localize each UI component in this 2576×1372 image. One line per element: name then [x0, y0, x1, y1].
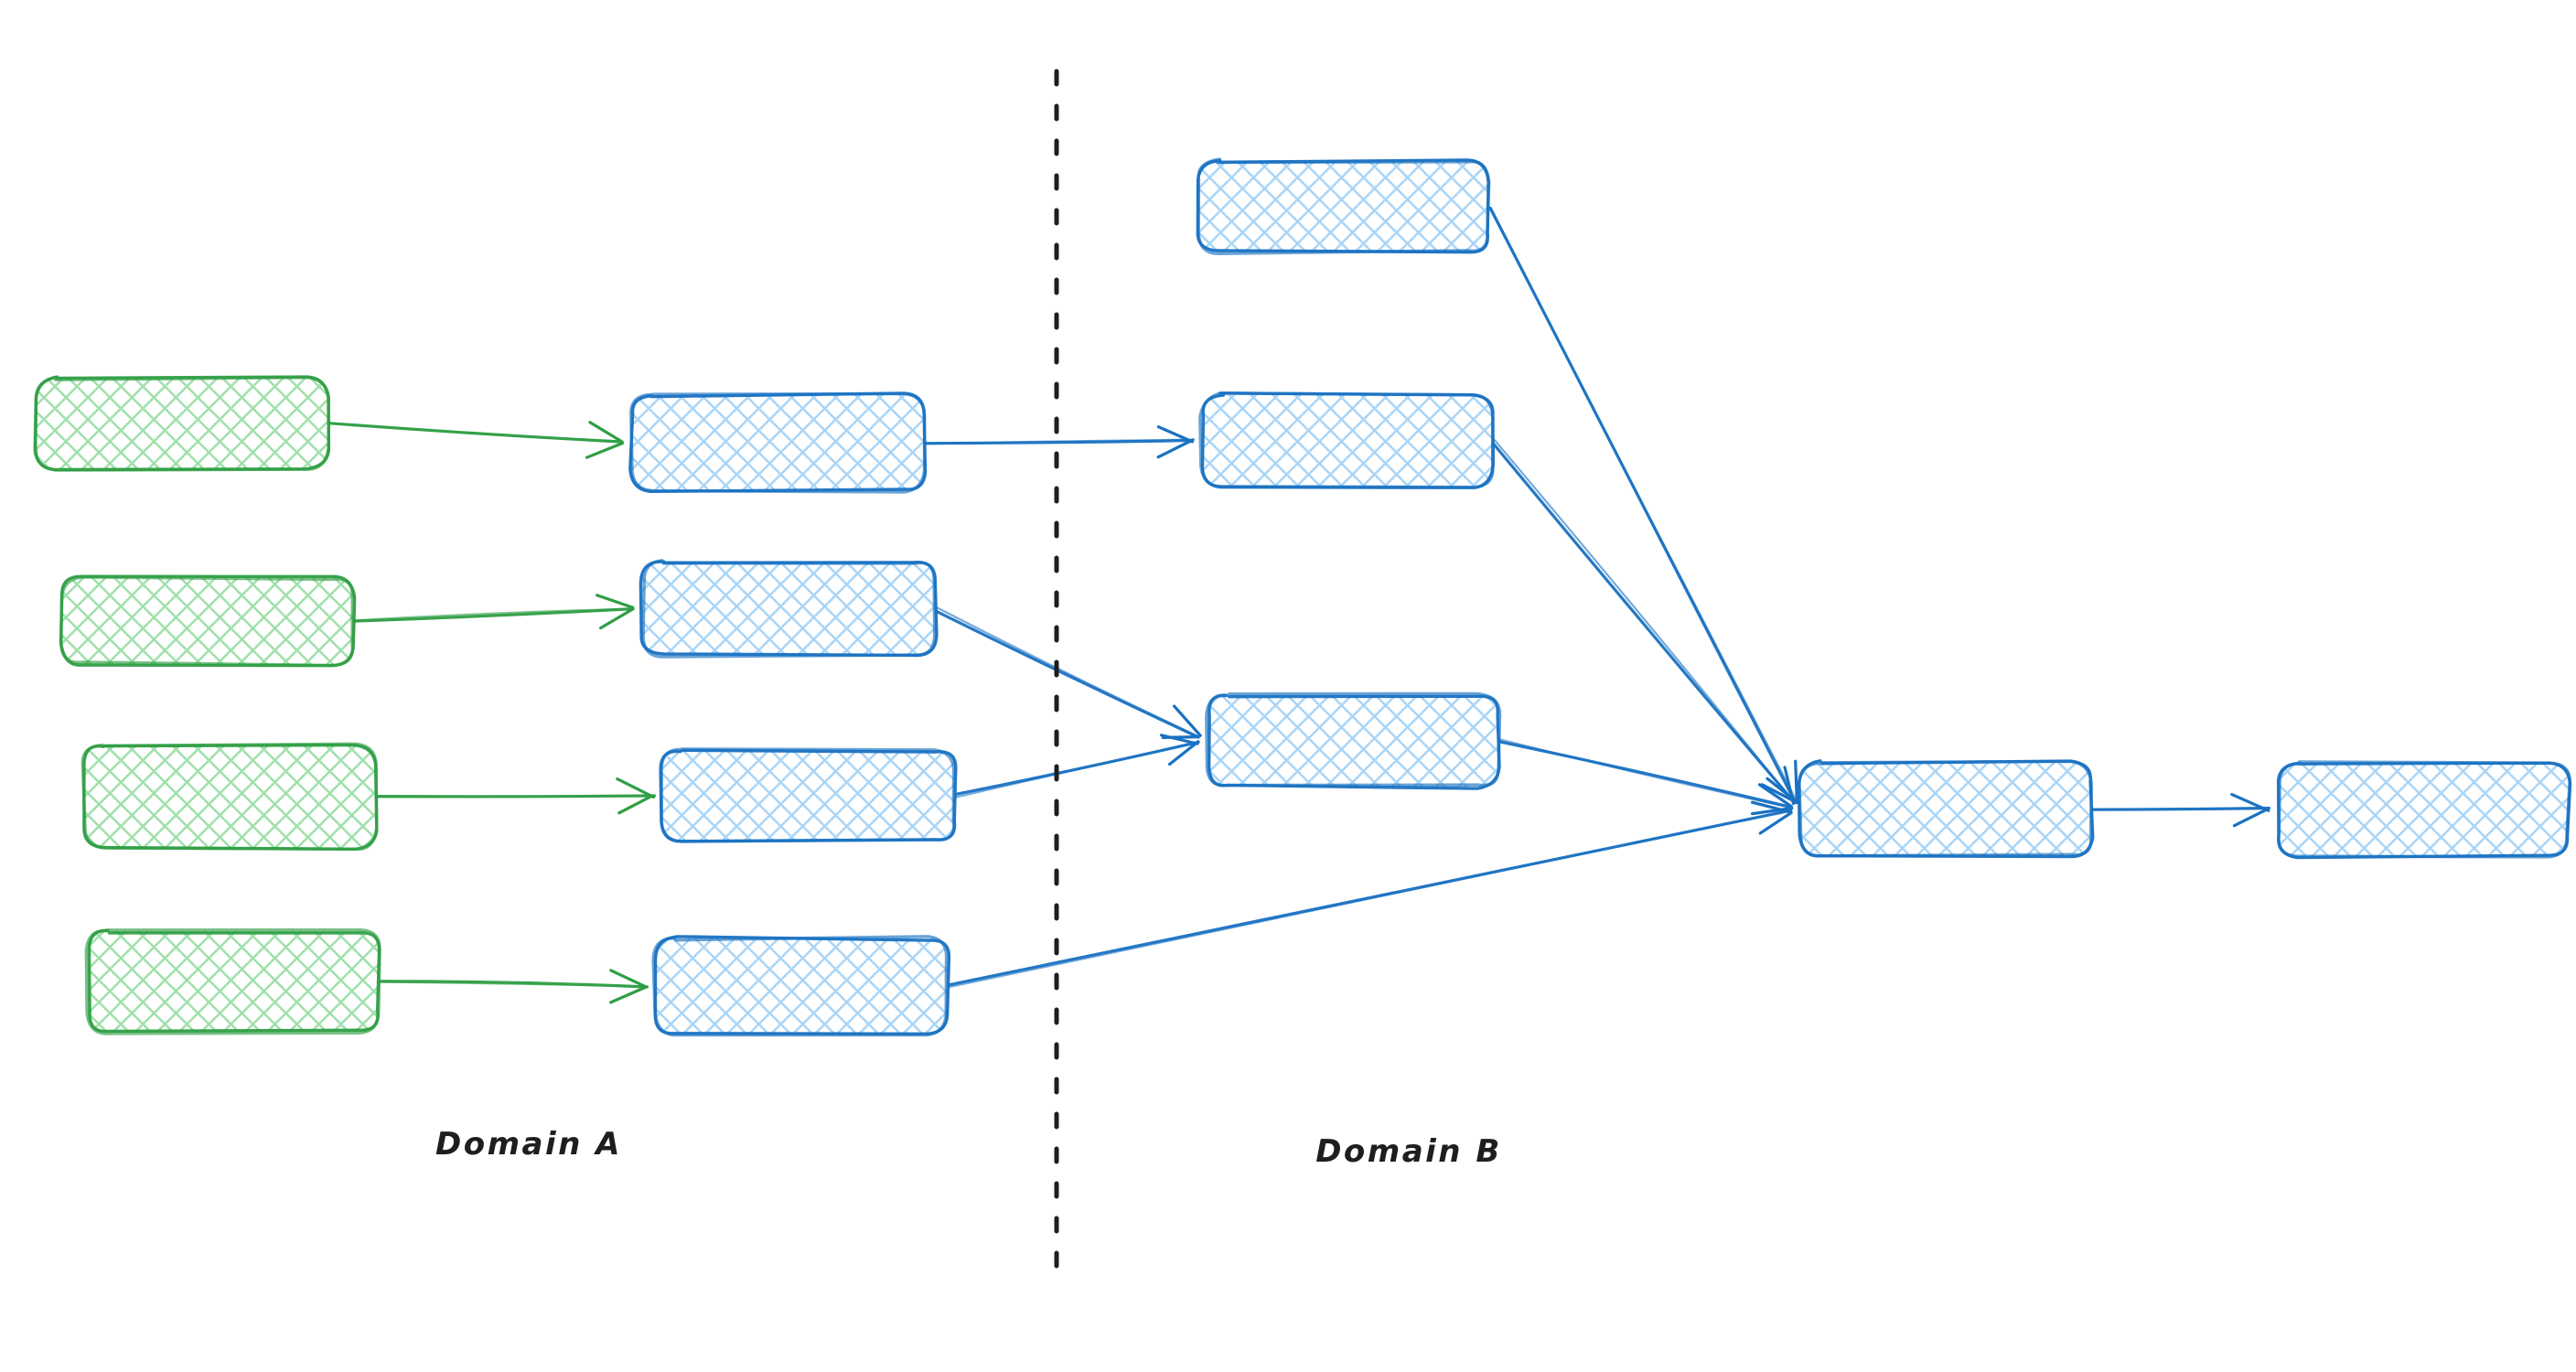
node-fill [1800, 763, 2091, 856]
edge-m4-to-agg [946, 800, 1793, 989]
node-fill [655, 938, 948, 1034]
node-fill [84, 745, 375, 849]
arrowhead-barb [1794, 759, 1799, 805]
node-out[interactable] [2276, 760, 2572, 860]
node-outline [651, 935, 949, 1037]
edge-line [1495, 739, 1792, 809]
edge-layer [324, 206, 2271, 1004]
node-a1[interactable] [33, 375, 331, 472]
arrowhead-barb [1168, 740, 1200, 766]
edge-m2-to-b3 [932, 606, 1202, 739]
arrowhead-barb [588, 421, 623, 443]
edge-a2-to-m2 [351, 594, 635, 630]
edge-agg-to-out [2088, 792, 2271, 828]
node-outline [80, 742, 379, 851]
node-a4[interactable] [84, 927, 381, 1035]
node-outline [660, 747, 956, 843]
node-outline [59, 575, 355, 668]
edge-a1-to-m1 [324, 421, 625, 459]
arrowhead-barb [2232, 807, 2270, 828]
node-fill [1202, 395, 1493, 487]
arrowhead-barb [585, 441, 625, 459]
node-fill [1208, 695, 1498, 787]
edge-line [1487, 206, 1798, 803]
node-b2[interactable] [1198, 391, 1495, 489]
node-fill [631, 395, 924, 490]
arrowhead-barb [1760, 783, 1797, 804]
arrowhead-barb [616, 777, 656, 799]
edge-line [1490, 440, 1797, 805]
node-layer [33, 157, 2572, 1037]
node-outline [84, 927, 381, 1035]
node-outline [629, 391, 927, 494]
arrowhead-barb [1173, 704, 1202, 737]
arrowhead-barb [1750, 807, 1794, 816]
edge-a3-to-m3 [373, 777, 657, 815]
node-outline [1198, 391, 1495, 489]
edge-line [374, 794, 653, 799]
node-outline [641, 559, 937, 659]
arrowhead-barb [1159, 734, 1199, 745]
domain-a-label: Domain A [435, 1126, 622, 1163]
arrowhead-barb [1750, 800, 1793, 814]
node-m4[interactable] [651, 935, 951, 1037]
node-outline [33, 375, 330, 472]
edge-line [1497, 737, 1793, 809]
edge-line [934, 606, 1200, 738]
edge-line [2089, 807, 2269, 811]
node-fill [642, 562, 935, 655]
edge-line [327, 422, 625, 443]
node-outline [1798, 759, 2094, 858]
arrowhead-barb [1156, 425, 1194, 444]
node-fill [37, 379, 327, 468]
edge-m3-to-b3 [953, 734, 1200, 799]
edge-line [1493, 439, 1795, 803]
edge-line [953, 741, 1200, 799]
node-outline [2277, 760, 2571, 859]
arrowhead-barb [1757, 783, 1793, 809]
node-outline [1205, 691, 1502, 788]
arrowhead-barb [609, 969, 648, 989]
node-a3[interactable] [80, 742, 379, 852]
arrowhead-barb [609, 985, 648, 1004]
edge-line [352, 607, 634, 622]
node-fill [62, 578, 353, 664]
arrowhead-barb [598, 607, 635, 630]
arrowhead-barb [1758, 810, 1793, 835]
node-fill [88, 931, 379, 1032]
arrowhead-barb [1156, 438, 1195, 459]
edge-line [376, 981, 647, 988]
node-a2[interactable] [59, 574, 357, 668]
arrowhead-barb [1783, 766, 1796, 806]
edge-m1-to-b2 [921, 425, 1195, 459]
edge-b2-to-agg [1490, 439, 1797, 806]
node-fill [662, 750, 955, 841]
node-agg[interactable] [1797, 759, 2095, 859]
node-b3[interactable] [1205, 691, 1502, 790]
edge-line [924, 438, 1195, 445]
edge-line [948, 809, 1793, 989]
edge-b1-to-agg [1487, 206, 1799, 805]
node-fill [2278, 763, 2569, 856]
edge-a4-to-m4 [375, 969, 649, 1004]
edge-b3-to-agg [1495, 737, 1794, 816]
node-fill [1198, 161, 1489, 252]
arrowhead-barb [2230, 792, 2270, 812]
node-outline [1197, 157, 1491, 255]
node-m3[interactable] [659, 747, 958, 843]
node-m2[interactable] [639, 559, 939, 659]
domain-b-label: Domain B [1315, 1133, 1502, 1170]
arrowhead-barb [596, 594, 635, 609]
node-m1[interactable] [628, 391, 928, 494]
arrowhead-barb [617, 794, 654, 815]
node-b1[interactable] [1196, 157, 1491, 255]
